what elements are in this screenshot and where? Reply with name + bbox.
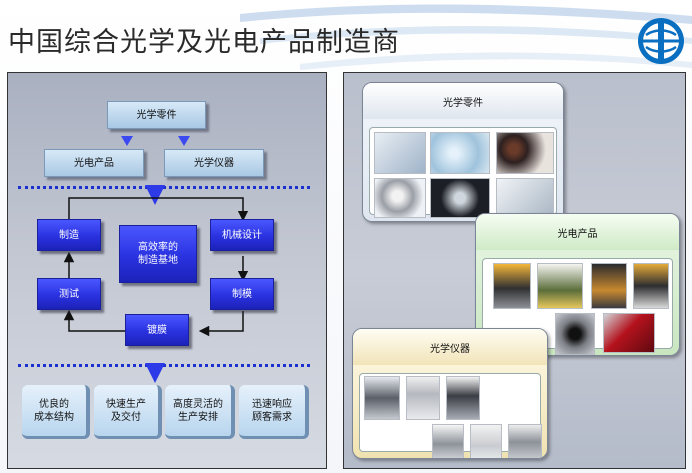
process-diagram-panel: 光学零件 光电产品 光学仪器 制造 高效率的 制造基地 机械设计 测试 制模 镀… bbox=[7, 72, 327, 469]
photo-lamp-instrument bbox=[432, 424, 464, 458]
step-coating: 镀膜 bbox=[125, 314, 189, 346]
arrow-down-large-icon bbox=[145, 363, 165, 383]
card-optical-parts: 光学零件 bbox=[362, 82, 564, 222]
photo-flex-module bbox=[633, 263, 669, 309]
photo-prisms bbox=[374, 132, 426, 174]
header-swoosh-decoration bbox=[240, 4, 692, 70]
photo-lenses bbox=[430, 132, 490, 174]
photo-red-device bbox=[603, 313, 655, 353]
optical-parts-photos bbox=[369, 127, 557, 218]
step-manufacturing: 制造 bbox=[37, 219, 101, 251]
photo-analyzer bbox=[470, 424, 502, 458]
benefit-rapid-response: 迅速响应 顾客需求 bbox=[239, 385, 309, 439]
arrow-down-right-icon bbox=[178, 136, 190, 146]
photo-spectrometer bbox=[406, 376, 440, 420]
photo-glass-discs bbox=[430, 178, 490, 218]
benefit-fast-delivery: 快速生产 及交付 bbox=[94, 385, 162, 439]
photo-level-instrument bbox=[446, 376, 480, 420]
box-optoelectronic: 光电产品 bbox=[44, 149, 144, 177]
photo-lens-barrels bbox=[496, 132, 554, 174]
benefit-flexible-schedule: 高度灵活的 生产安排 bbox=[165, 385, 235, 439]
step-testing: 测试 bbox=[37, 278, 101, 310]
optical-instruments-photos bbox=[359, 373, 542, 458]
photo-lens-module bbox=[591, 263, 627, 309]
box-optical-instruments: 光学仪器 bbox=[164, 149, 264, 177]
company-logo bbox=[638, 18, 684, 64]
arrow-down-left-icon bbox=[121, 136, 133, 146]
photo-lab-unit bbox=[508, 424, 542, 458]
step-efficient-base: 高效率的 制造基地 bbox=[119, 225, 197, 283]
step-mechanical-design: 机械设计 bbox=[210, 219, 274, 251]
photo-sensor-boards bbox=[537, 263, 583, 309]
card-optical-parts-title: 光学零件 bbox=[363, 83, 563, 119]
process-loop-arrows bbox=[63, 197, 249, 337]
card-optical-instruments-title: 光学仪器 bbox=[353, 329, 547, 365]
page-title: 中国综合光学及光电产品制造商 bbox=[8, 27, 400, 58]
photo-mirrors bbox=[374, 178, 426, 218]
step-molding: 制模 bbox=[210, 278, 274, 310]
benefit-cost-structure: 优良的 成本结构 bbox=[22, 385, 90, 439]
arrow-down-large-icon bbox=[145, 185, 165, 205]
box-optical-parts: 光学零件 bbox=[107, 101, 206, 129]
card-optoelectronic-title: 光电产品 bbox=[476, 214, 679, 250]
photo-plastic-lenses bbox=[496, 178, 554, 218]
card-optical-instruments: 光学仪器 bbox=[352, 328, 548, 459]
photo-camera-module bbox=[493, 263, 531, 309]
photo-cctv-camera bbox=[555, 313, 595, 355]
photo-microscope bbox=[364, 376, 400, 420]
